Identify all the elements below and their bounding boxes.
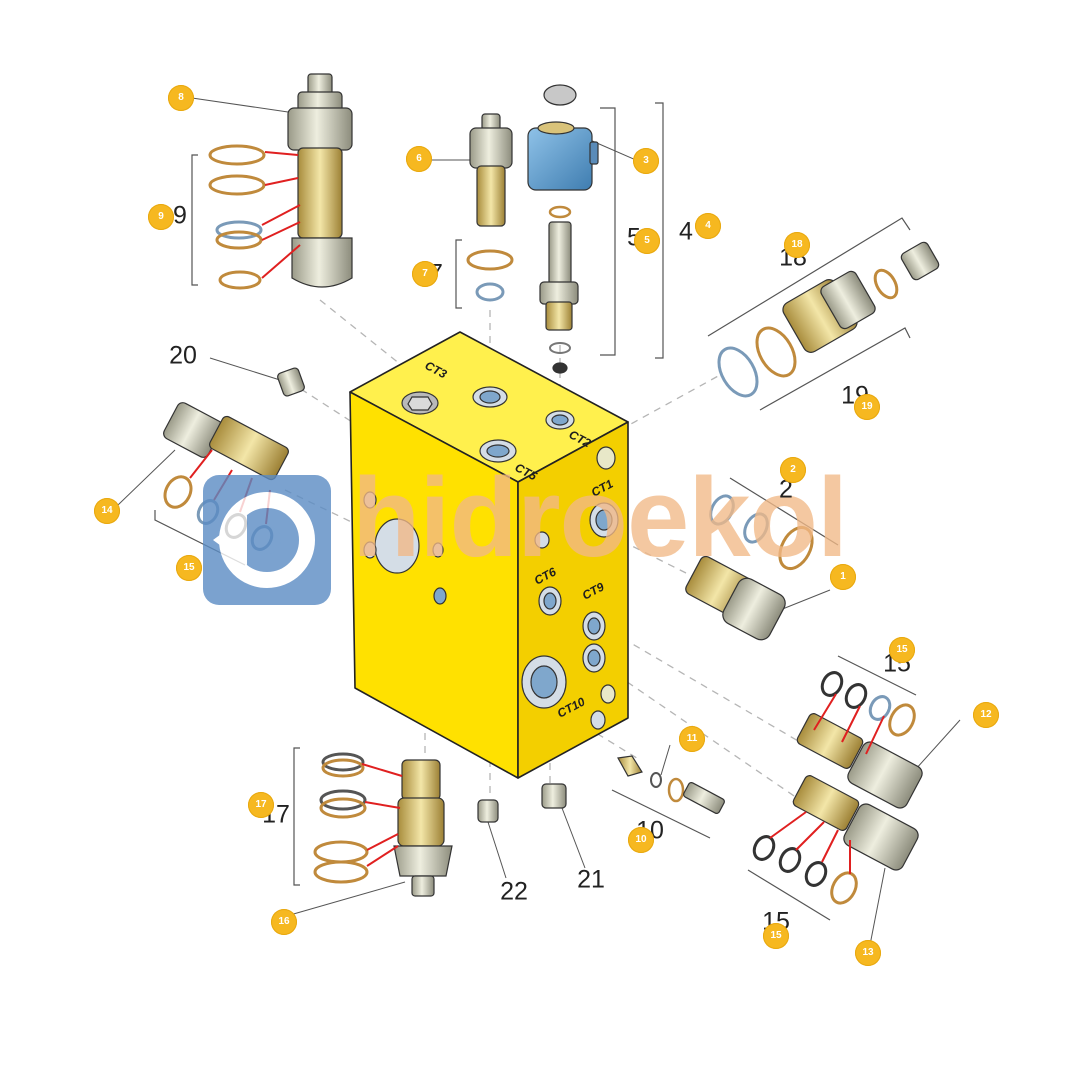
fitting-10-11 <box>617 755 725 814</box>
seal-set-15c <box>752 835 858 905</box>
callout-1[interactable]: 1 <box>830 564 856 590</box>
seal-set-7 <box>466 249 514 302</box>
seal-set-19 <box>717 268 899 398</box>
side-ports <box>521 446 619 730</box>
callout-2[interactable]: 2 <box>780 457 806 483</box>
leader-lines <box>117 97 961 946</box>
red-leaders-15 <box>769 693 885 874</box>
plug-18 <box>782 241 940 353</box>
red-leaders-9 <box>261 151 301 279</box>
callout-14[interactable]: 14 <box>94 498 120 524</box>
plug-20 <box>277 367 305 397</box>
watermark-text: hidroekol <box>352 455 848 580</box>
callout-16[interactable]: 16 <box>271 909 297 935</box>
callout-4[interactable]: 4 <box>695 213 721 239</box>
callout-13[interactable]: 13 <box>855 940 881 966</box>
callout-8[interactable]: 8 <box>168 85 194 111</box>
callout-12[interactable]: 12 <box>973 702 999 728</box>
cartridge-12 <box>796 713 923 809</box>
part-label-4: 4 <box>679 217 693 246</box>
cartridge-valve-8 <box>287 73 353 288</box>
plug-22 <box>477 799 499 823</box>
callout-15-bottom[interactable]: 15 <box>763 923 789 949</box>
plug-21 <box>541 783 567 809</box>
callout-10[interactable]: 10 <box>628 827 654 853</box>
callout-7[interactable]: 7 <box>412 261 438 287</box>
cartridge-14 <box>163 402 289 481</box>
callout-3[interactable]: 3 <box>633 148 659 174</box>
callout-17[interactable]: 17 <box>248 792 274 818</box>
callout-6[interactable]: 6 <box>406 146 432 172</box>
cartridge-1 <box>685 555 786 641</box>
callout-11[interactable]: 11 <box>679 726 705 752</box>
red-leaders-17 <box>361 763 403 867</box>
seal-set-9 <box>208 144 266 290</box>
seal-set-17 <box>313 752 369 884</box>
callout-9[interactable]: 9 <box>148 204 174 230</box>
cartridge-16 <box>393 759 453 897</box>
part-label-9: 9 <box>173 201 187 230</box>
seal-set-2 <box>709 494 814 571</box>
part-label-20: 20 <box>169 341 197 370</box>
part-label-22: 22 <box>500 877 528 906</box>
callout-15-right[interactable]: 15 <box>889 637 915 663</box>
cartridge-6 <box>469 113 513 227</box>
seal-set-15b <box>820 671 916 737</box>
left-face-ports <box>363 491 447 605</box>
solenoid-3 <box>527 84 599 374</box>
callout-5[interactable]: 5 <box>634 228 660 254</box>
top-ports <box>401 386 575 463</box>
hidroekol-logo <box>203 475 331 605</box>
callout-19[interactable]: 19 <box>854 394 880 420</box>
callout-18[interactable]: 18 <box>784 232 810 258</box>
callout-15-left[interactable]: 15 <box>176 555 202 581</box>
part-label-21: 21 <box>577 865 605 894</box>
cartridge-13 <box>792 775 919 871</box>
